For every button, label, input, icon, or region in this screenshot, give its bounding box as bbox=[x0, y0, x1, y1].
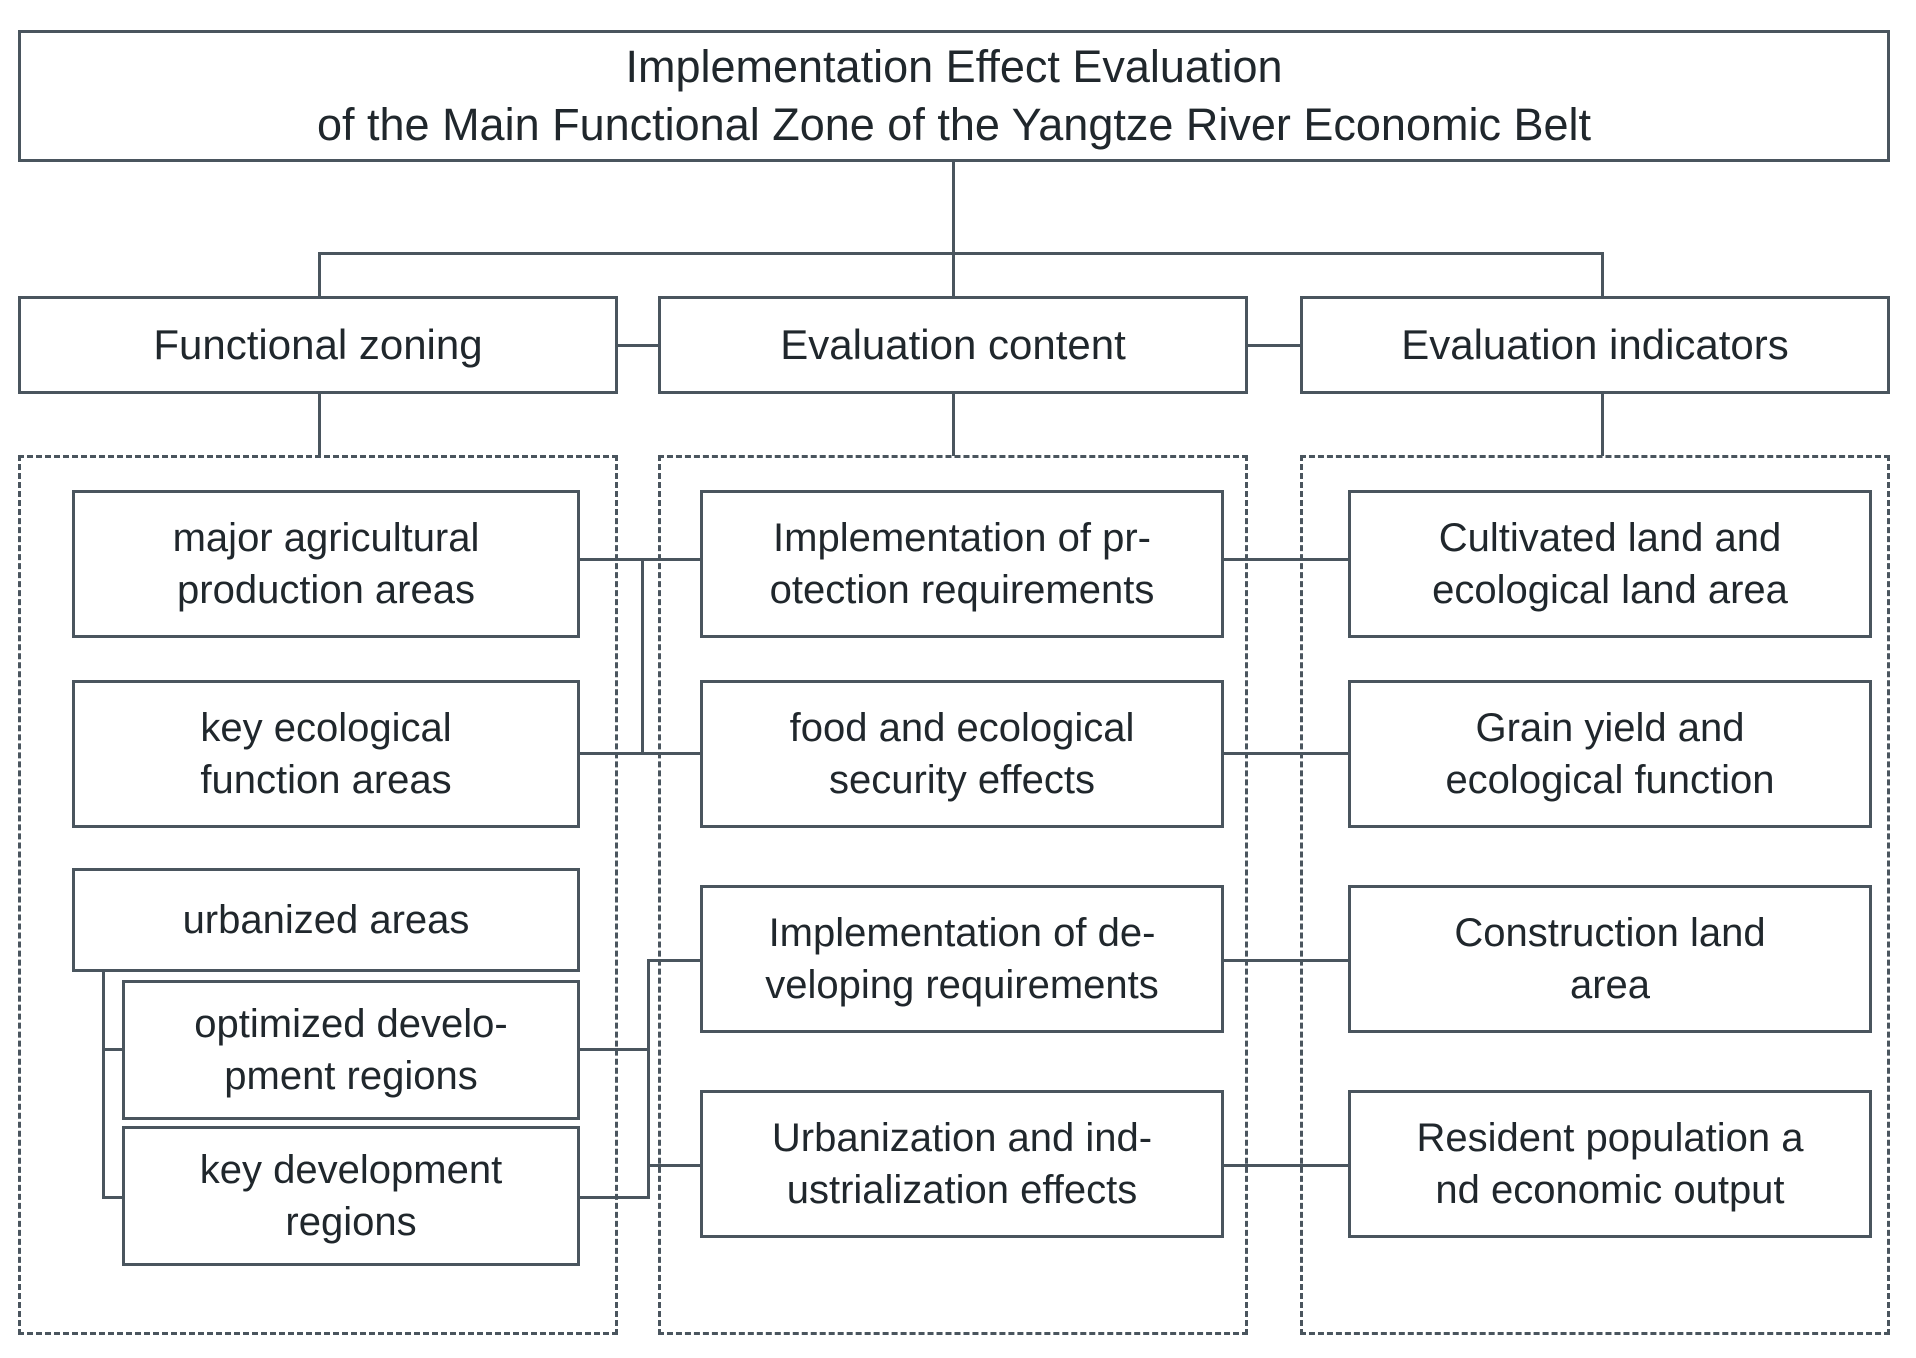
connector-c1-riser-upper bbox=[641, 558, 644, 754]
dashed-group-evaluation-indicators bbox=[1300, 455, 1890, 1335]
connector-level2-link-2-3 bbox=[1248, 344, 1300, 347]
dashed-group-functional-zoning bbox=[18, 455, 618, 1335]
connector-urbanized-to-key-development bbox=[102, 1196, 125, 1199]
connector-c1-agri-to-c2-protection bbox=[580, 558, 700, 561]
leaf-key-ecological-function-areas: key ecological function areas bbox=[72, 680, 580, 828]
connector-level2-drop-col3 bbox=[1601, 394, 1604, 456]
connector-level2-drop-col1 bbox=[318, 394, 321, 456]
connector-level2-drop-col2 bbox=[952, 394, 955, 456]
dashed-group-evaluation-content bbox=[658, 455, 1248, 1335]
connector-urbanized-to-optimized bbox=[102, 1048, 125, 1051]
leaf-grain-yield-ecological-function: Grain yield and ecological function bbox=[1348, 680, 1872, 828]
connector-riser-to-c2-urbanization bbox=[647, 1164, 700, 1167]
leaf-urbanized-areas: urbanized areas bbox=[72, 868, 580, 972]
connector-c2-food-to-c3-grain bbox=[1224, 752, 1348, 755]
root-title-box: Implementation Effect Evaluation of the … bbox=[18, 30, 1890, 162]
level2-box-evaluation-indicators: Evaluation indicators bbox=[1300, 296, 1890, 394]
leaf-implementation-protection-requirements: Implementation of pr- otection requireme… bbox=[700, 490, 1224, 638]
leaf-implementation-developing-requirements: Implementation of de- veloping requireme… bbox=[700, 885, 1224, 1033]
connector-root-trunk bbox=[952, 162, 955, 252]
leaf-optimized-development-regions: optimized develo- pment regions bbox=[122, 980, 580, 1120]
connector-urbanized-bracket-spine bbox=[102, 969, 105, 1199]
leaf-urbanization-industrialization-effects: Urbanization and ind- ustrialization eff… bbox=[700, 1090, 1224, 1238]
connector-drop-col2 bbox=[952, 252, 955, 296]
leaf-food-ecological-security-effects: food and ecological security effects bbox=[700, 680, 1224, 828]
connector-root-bar bbox=[318, 252, 1604, 255]
connector-c1-keydev-to-riser bbox=[580, 1196, 650, 1199]
connector-level2-link-1-2 bbox=[618, 344, 658, 347]
connector-drop-col1 bbox=[318, 252, 321, 296]
connector-c1-ecological-to-c2-food bbox=[580, 752, 700, 755]
connector-drop-col3 bbox=[1601, 252, 1604, 296]
leaf-construction-land-area: Construction land area bbox=[1348, 885, 1872, 1033]
level2-box-functional-zoning: Functional zoning bbox=[18, 296, 618, 394]
leaf-key-development-regions: key development regions bbox=[122, 1126, 580, 1266]
leaf-major-agricultural-production-areas: major agricultural production areas bbox=[72, 490, 580, 638]
connector-c2-developing-to-c3-construction bbox=[1224, 959, 1348, 962]
connector-c1-optimized-to-riser bbox=[580, 1048, 650, 1051]
level2-box-evaluation-content: Evaluation content bbox=[658, 296, 1248, 394]
connector-c2-protection-to-c3-cultivated bbox=[1224, 558, 1348, 561]
leaf-cultivated-ecological-land-area: Cultivated land and ecological land area bbox=[1348, 490, 1872, 638]
leaf-resident-population-economic-output: Resident population a nd economic output bbox=[1348, 1090, 1872, 1238]
connector-c1-riser-lower bbox=[647, 959, 650, 1199]
connector-riser-to-c2-developing bbox=[647, 959, 700, 962]
connector-c2-urbanization-to-c3-resident bbox=[1224, 1164, 1348, 1167]
